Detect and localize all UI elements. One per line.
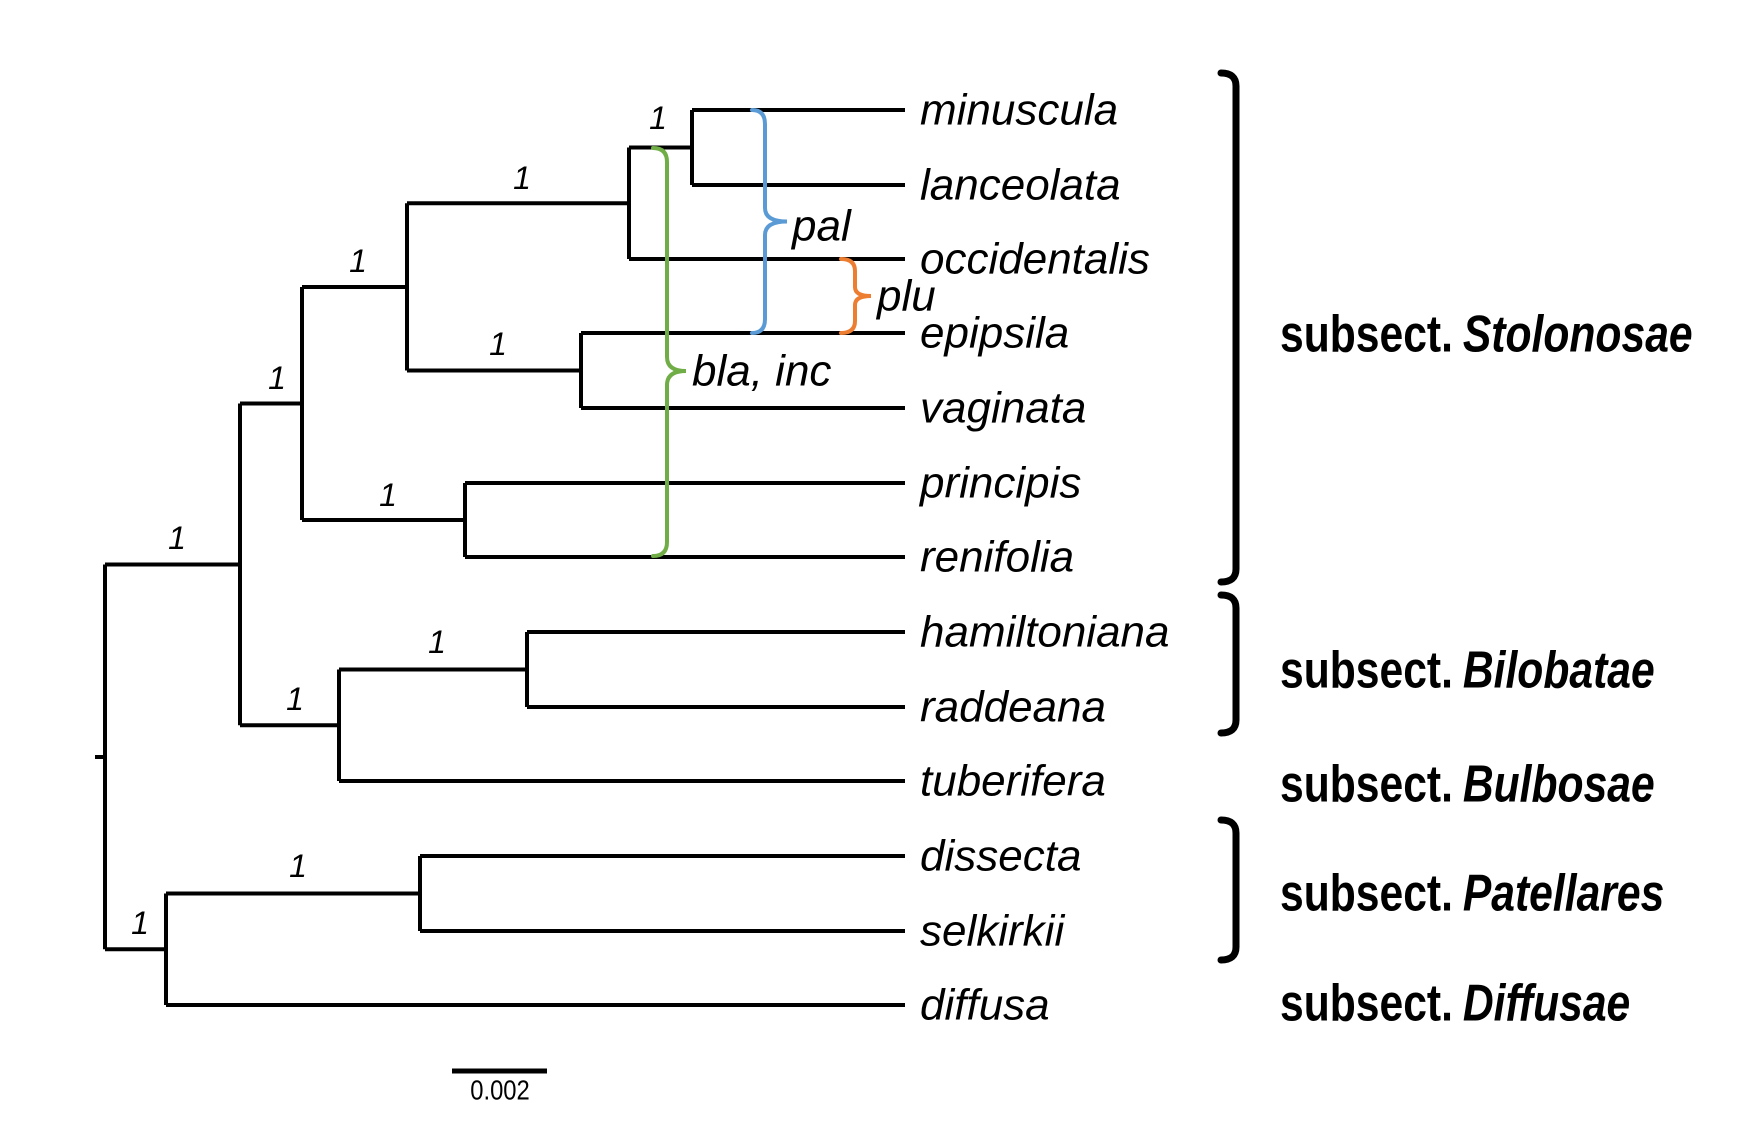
support-value: 1: [286, 681, 304, 717]
tree-branches: [95, 108, 905, 1007]
support-value: 1: [489, 326, 507, 362]
subsection-text: subsect.Bulbosae: [1280, 755, 1655, 813]
clade-brace-labels: pal plu bla, inc: [692, 202, 936, 396]
support-value: 1: [379, 477, 397, 513]
bla-inc-clade-label: bla, inc: [692, 347, 831, 396]
tip-label-lanceolata: lanceolata: [920, 161, 1121, 210]
tip-label-minuscula: minuscula: [920, 86, 1118, 135]
support-values: 1 1 1 1 1 1 1 1 1 1 1: [131, 100, 667, 941]
scale-bar: 0.002: [452, 1068, 547, 1106]
patellares-bracket: [1217, 816, 1240, 964]
subsect-prefix: subsect.: [1280, 864, 1453, 922]
tip-label-raddeana: raddeana: [920, 683, 1106, 732]
support-value: 1: [168, 520, 186, 556]
tip-label-diffusa: diffusa: [920, 981, 1050, 1030]
support-value: 1: [428, 624, 446, 660]
subsect-prefix: subsect.: [1280, 641, 1453, 699]
subsect-prefix: subsect.: [1280, 755, 1453, 813]
bla-inc-clade-brace: [651, 146, 687, 558]
plu-clade-label: plu: [875, 272, 936, 321]
scale-bar-label-group: 0.002: [470, 1074, 530, 1106]
bilobatae-bracket: [1217, 591, 1240, 737]
subsection-brackets: [1217, 69, 1240, 964]
subsection-label-stolonosae: subsect.Stolonosae: [1280, 305, 1693, 363]
tip-labels: minuscula lanceolata occidentalis epipsi…: [918, 86, 1170, 1030]
tip-label-occidentalis: occidentalis: [920, 235, 1150, 284]
subsection-text: subsect.Diffusae: [1280, 974, 1630, 1032]
scale-bar-label: 0.002: [470, 1074, 530, 1106]
subsect-name: Patellares: [1463, 864, 1664, 922]
subsection-label-patellares: subsect.Patellares: [1280, 864, 1664, 922]
subsect-name: Bilobatae: [1463, 641, 1655, 699]
tip-label-renifolia: renifolia: [920, 533, 1074, 582]
subsection-text: subsect.Bilobatae: [1280, 641, 1655, 699]
clade-braces: [651, 108, 872, 558]
tip-label-vaginata: vaginata: [920, 384, 1086, 433]
subsect-prefix: subsect.: [1280, 305, 1453, 363]
subsection-label-diffusae: subsect.Diffusae: [1280, 974, 1630, 1032]
subsection-label-bulbosae: subsect.Bulbosae: [1280, 755, 1655, 813]
subsect-name: Diffusae: [1463, 974, 1630, 1032]
tip-label-dissecta: dissecta: [920, 832, 1081, 881]
tip-label-tuberifera: tuberifera: [920, 757, 1106, 806]
support-value: 1: [131, 905, 149, 941]
subsect-name: Bulbosae: [1463, 755, 1655, 813]
support-value: 1: [649, 100, 667, 136]
subsection-labels: subsect.Stolonosae subsect.Bilobatae sub…: [1280, 305, 1693, 1032]
branch-lines: [95, 108, 905, 1007]
subsect-prefix: subsect.: [1280, 974, 1453, 1032]
tip-label-principis: principis: [918, 459, 1081, 508]
subsection-text: subsect.Patellares: [1280, 864, 1664, 922]
pal-clade-label: pal: [790, 202, 852, 251]
plu-clade-brace: [839, 257, 872, 335]
pal-clade-brace: [750, 108, 788, 335]
support-value: 1: [289, 848, 307, 884]
support-value: 1: [349, 243, 367, 279]
tip-label-selkirkii: selkirkii: [920, 907, 1065, 956]
subsection-label-bilobatae: subsect.Bilobatae: [1280, 641, 1655, 699]
tip-label-hamiltoniana: hamiltoniana: [920, 608, 1170, 657]
subsection-text: subsect.Stolonosae: [1280, 305, 1693, 363]
support-value: 1: [268, 360, 286, 396]
support-value: 1: [513, 160, 531, 196]
tip-label-epipsila: epipsila: [920, 309, 1069, 358]
subsect-name: Stolonosae: [1463, 305, 1693, 363]
stolonosae-bracket: [1217, 69, 1240, 586]
